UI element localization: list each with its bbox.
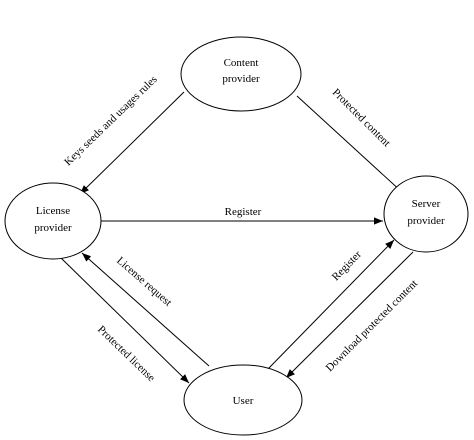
edge-user-to-server — [266, 239, 395, 371]
label-register-top: Register — [225, 206, 262, 218]
edge-license-to-user — [60, 257, 190, 384]
node-content-provider: Content provider — [180, 36, 302, 112]
label-license-request: License request — [114, 255, 174, 309]
edge-user-to-license — [81, 252, 210, 367]
node-server-provider: Server provider — [383, 175, 469, 253]
label-register-user: Register — [330, 248, 364, 283]
edge-content-to-server — [296, 95, 404, 194]
content-provider-label-line2: provider — [222, 73, 260, 85]
edge-server-to-user — [285, 251, 414, 379]
license-provider-label-line1: License — [36, 205, 70, 217]
server-provider-label-line2: provider — [407, 215, 445, 227]
edge-content-to-license — [79, 91, 185, 195]
node-user: User — [183, 364, 303, 436]
server-provider-label-line1: Server — [412, 198, 441, 210]
label-protected-content: Protected content — [330, 87, 393, 150]
license-provider-label-line2: provider — [34, 222, 72, 234]
content-provider-label-line1: Content — [224, 57, 259, 69]
node-license-provider: License provider — [4, 182, 102, 260]
user-label: User — [233, 395, 254, 407]
label-protected-license: Protected license — [95, 324, 157, 385]
label-keys-seeds: Keys seeds and usages rules — [62, 73, 160, 168]
